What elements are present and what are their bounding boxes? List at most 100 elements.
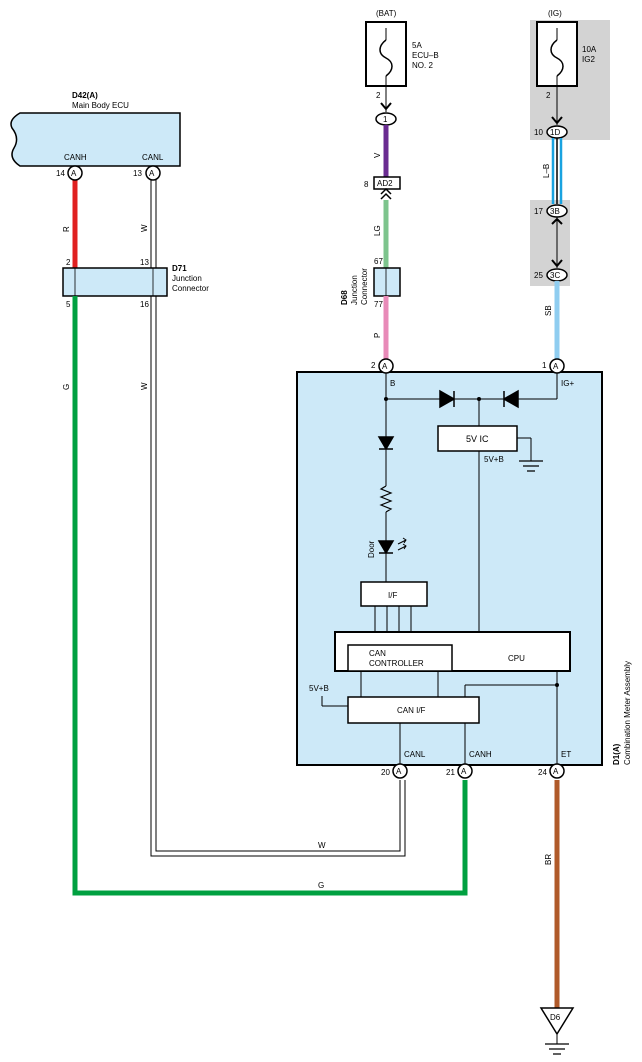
wire-label-p: P	[373, 333, 382, 338]
d71-pin-tl: 2	[66, 258, 71, 267]
if-label: I/F	[388, 591, 397, 600]
meter-pin-canh: 21	[446, 768, 455, 777]
d68-box	[373, 267, 401, 297]
wire-label-lb: L–B	[542, 164, 551, 178]
meter-pin-b: 2	[371, 361, 376, 370]
wire-label-v: V	[373, 152, 382, 158]
d71-pin-tr: 13	[140, 258, 149, 267]
meter-b-label: B	[390, 379, 395, 388]
connector-circle	[392, 763, 408, 779]
meter-connector-ig: A	[549, 358, 565, 374]
connector-a-label: A	[71, 169, 77, 178]
can-controller-box	[347, 644, 453, 672]
ig-fuse-name1: IG2	[582, 55, 595, 64]
bat-fuse: (BAT) 5A ECU–B NO. 2 2	[365, 9, 439, 100]
wire-label-g2: G	[318, 881, 324, 890]
fuse-icon	[379, 39, 393, 77]
ic-5v-label: 5V IC	[466, 434, 489, 444]
connector-a-label: A	[461, 767, 467, 776]
chevron-down-icon	[551, 116, 563, 125]
ecu-pin-canh: 14	[56, 169, 65, 178]
main-body-ecu: D42(A) Main Body ECU CANH CANL 14 13	[10, 91, 181, 178]
fuse-icon	[550, 39, 564, 77]
meter-pin-et: 24	[538, 768, 547, 777]
wire-label-w2: W	[140, 382, 149, 390]
bat-connector-1-label: 1	[383, 115, 388, 124]
ig-connector-1d-pin: 10	[534, 128, 543, 137]
ground-triangle-icon	[539, 1007, 575, 1036]
wire-label-sb: SB	[544, 305, 553, 316]
diode-icon	[502, 389, 519, 409]
meter-code: D1(A)	[612, 743, 621, 765]
connector-circle	[457, 763, 473, 779]
diode-icon	[439, 389, 456, 409]
wire-label-r: R	[62, 226, 71, 232]
connector-circle	[549, 358, 565, 374]
chevron-down-icon	[380, 102, 392, 111]
wire-green-can-loop	[72, 296, 468, 896]
bat-connector-ad2-label: AD2	[377, 179, 393, 188]
meter-connector-et: A	[549, 763, 565, 779]
chevron-down-icon	[551, 259, 563, 268]
ig-connector-1d-label: 1D	[550, 128, 560, 137]
chevron-up-icon	[551, 217, 563, 225]
junction-dot	[555, 683, 559, 687]
wire-label-g1: G	[62, 384, 71, 390]
ig-connector-3b-pin: 17	[534, 207, 543, 216]
connector-a-label: A	[149, 169, 155, 178]
ecu-connector-canh: A	[67, 165, 83, 181]
can-if-box	[347, 696, 480, 724]
junction-connector-d71: 2 13 5 16 D71 Junction Connector	[62, 258, 209, 309]
ic-5v-box	[437, 425, 518, 452]
ig-supply-label: (IG)	[548, 9, 562, 18]
ecu-name: Main Body ECU	[72, 101, 129, 110]
wire-label-br: BR	[544, 854, 553, 865]
d71-name2: Connector	[172, 284, 209, 293]
wire-white-can-loop-outer	[150, 296, 406, 857]
meter-et-label: ET	[561, 750, 571, 759]
can-if-vb-label: 5V+B	[309, 684, 329, 693]
wire-white-can-loop-inner	[155, 296, 401, 852]
connector-a-label: A	[553, 767, 559, 776]
ecu-box	[10, 112, 181, 167]
meter-canl-label: CANL	[404, 750, 426, 759]
ic-vb-label: 5V+B	[484, 455, 504, 464]
can-controller-label2: CONTROLLER	[369, 659, 424, 668]
ig-connector-3c-pin: 25	[534, 271, 543, 280]
ground-icon	[545, 1043, 569, 1055]
resistor-icon	[379, 485, 393, 513]
wire-label-w3: W	[318, 841, 326, 850]
ig-connector-3b-label: 3B	[550, 207, 560, 216]
connector-circle	[378, 358, 394, 374]
meter-name: Combination Meter Assembly	[623, 661, 632, 765]
if-box	[360, 581, 428, 607]
meter-ig-label: IG+	[561, 379, 574, 388]
ecu-pin-canl: 13	[133, 169, 142, 178]
cpu-label: CPU	[508, 654, 525, 663]
ground-icon	[519, 460, 543, 472]
meter-canh-label: CANH	[469, 750, 492, 759]
connector-a-label: A	[382, 362, 388, 371]
d68-name2: Connector	[360, 268, 369, 305]
meter-pin-canl: 20	[381, 768, 390, 777]
door-label: Door	[367, 540, 376, 558]
d68-name1: Junction	[350, 275, 359, 305]
bat-fuse-name1: ECU–B	[412, 51, 439, 60]
wire-label-w1: W	[140, 224, 149, 232]
bat-fuse-pin: 2	[376, 91, 381, 100]
bat-fuse-name2: NO. 2	[412, 61, 433, 70]
bat-fuse-rating: 5A	[412, 41, 422, 50]
ig-fuse: (IG) 10A IG2 2	[536, 9, 597, 100]
ecu-code: D42(A)	[72, 91, 98, 100]
meter-connector-canh: A	[457, 763, 473, 779]
d71-box	[62, 267, 168, 297]
ground-label: D6	[550, 1013, 561, 1022]
d68-code: D68	[340, 290, 349, 305]
wire-label-lg: LG	[373, 225, 382, 236]
ecu-connector-canl: A	[145, 165, 161, 181]
combination-meter-assembly: D1(A) Combination Meter Assembly 2 1 B I…	[296, 361, 632, 777]
junction-dot	[384, 397, 388, 401]
ecu-canh-label: CANH	[64, 153, 87, 162]
connector-a-label: A	[396, 767, 402, 776]
